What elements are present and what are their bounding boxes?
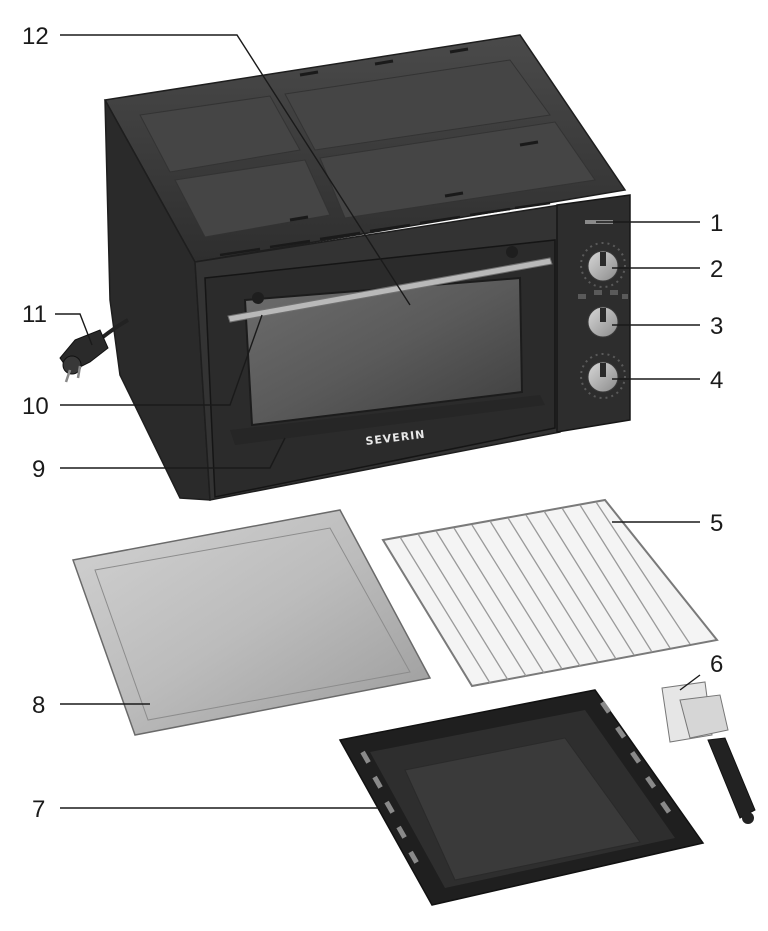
temperature-knob[interactable] [580, 242, 626, 288]
top-vents [289, 47, 539, 222]
callout-10: 10 [22, 393, 49, 420]
baking-tray[interactable] [338, 689, 705, 906]
leader-lines [55, 34, 701, 809]
door-handle[interactable] [227, 246, 553, 323]
function-knob[interactable] [578, 290, 628, 338]
door[interactable]: SEVERIN [204, 239, 556, 498]
leader-11 [55, 313, 93, 346]
callout-1: 1 [710, 210, 723, 237]
callout-8: 8 [32, 692, 45, 719]
callout-numbers: 12 1 2 3 4 11 10 9 5 6 8 7 [22, 23, 723, 823]
callout-6: 6 [710, 651, 723, 678]
callout-7: 7 [32, 796, 45, 823]
leader-12 [60, 34, 411, 306]
wire-rack[interactable] [381, 498, 719, 688]
callout-11: 11 [22, 301, 47, 328]
leader-6 [679, 674, 701, 691]
callout-2: 2 [710, 256, 723, 283]
callout-4: 4 [710, 367, 723, 394]
control-panel [556, 194, 631, 433]
power-plug[interactable] [59, 318, 129, 383]
callout-12: 12 [22, 23, 49, 50]
tray-handle[interactable] [661, 681, 756, 824]
oven: SEVERIN [59, 34, 631, 501]
leader-9 [60, 437, 286, 469]
callout-5: 5 [710, 510, 723, 537]
crumb-tray[interactable] [72, 509, 432, 736]
timer-knob[interactable] [580, 353, 626, 399]
leader-10 [60, 314, 263, 406]
callout-9: 9 [32, 456, 45, 483]
callout-3: 3 [710, 313, 723, 340]
